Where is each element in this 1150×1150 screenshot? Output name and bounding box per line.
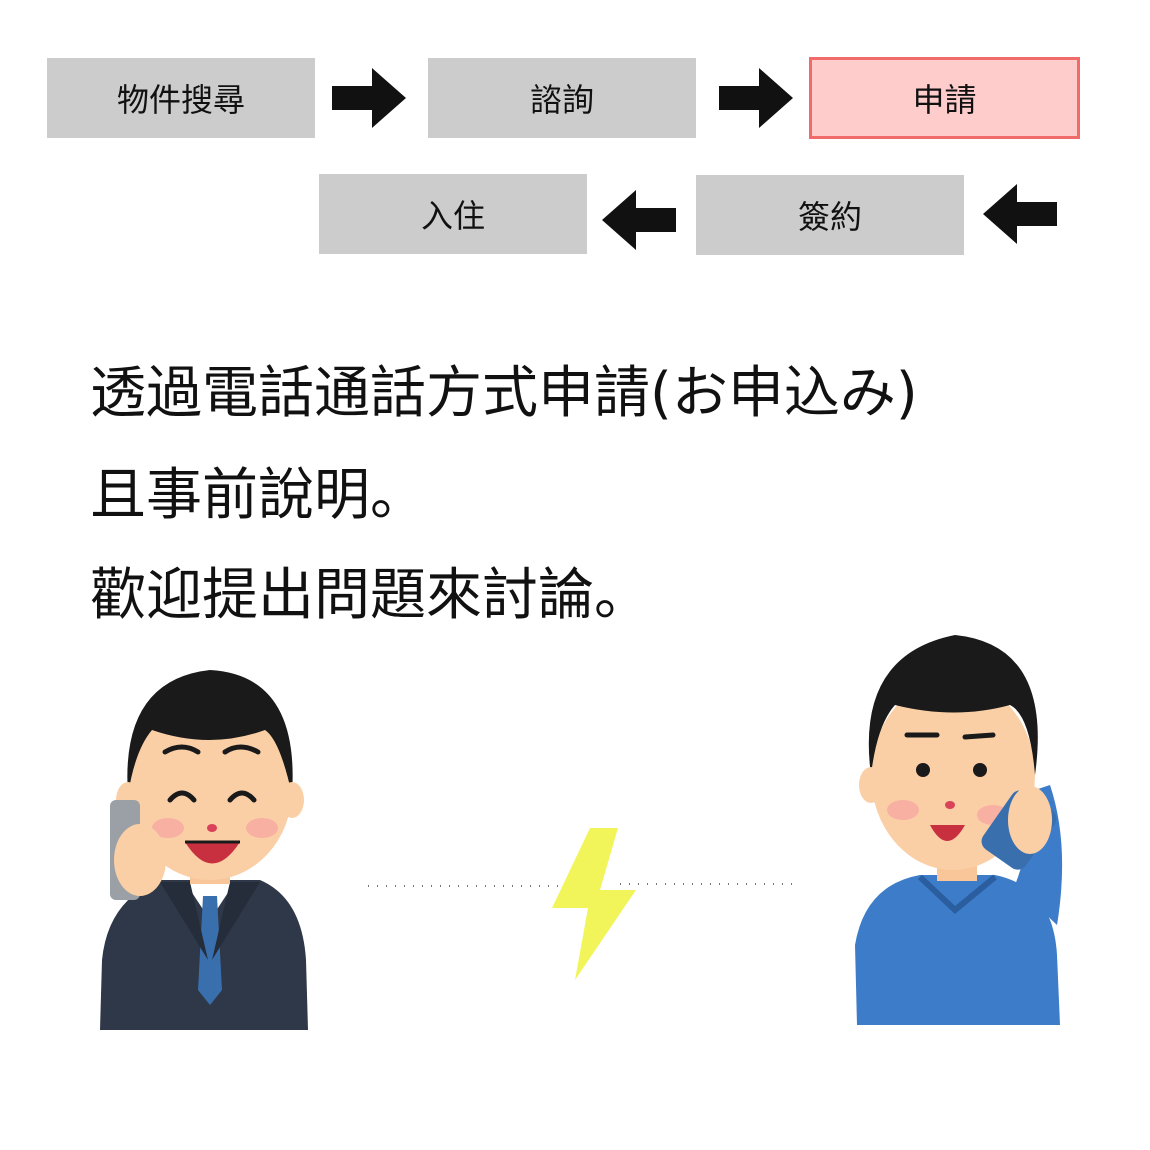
step-label: 諮詢 [529,81,594,119]
step-application-current: 申請 [809,57,1080,139]
step-move-in: 入住 [319,174,587,254]
message-line-2: 且事前說明。 [90,463,426,528]
step-label: 物件搜尋 [116,81,245,119]
message-line-1: 透過電話通話方式申請(お申込み) [90,361,918,426]
businessman-on-phone-illustration [100,670,308,1030]
connection-dots-right [620,883,795,885]
step-label: 入住 [420,197,485,235]
step-contract: 簽約 [696,175,964,255]
man-on-smartphone-illustration [855,635,1063,1025]
step-label: 申請 [912,81,977,119]
arrow-right-icon [719,68,793,128]
connection-dots-left [368,885,568,887]
lightning-icon [552,828,636,980]
arrow-left-icon [602,190,676,250]
step-label: 簽約 [797,198,862,236]
arrow-left-icon [983,184,1057,244]
arrow-right-icon [332,68,406,128]
step-property-search: 物件搜尋 [47,58,315,138]
message-line-3: 歡迎提出問題來討論。 [90,563,650,628]
step-consultation: 諮詢 [428,58,696,138]
